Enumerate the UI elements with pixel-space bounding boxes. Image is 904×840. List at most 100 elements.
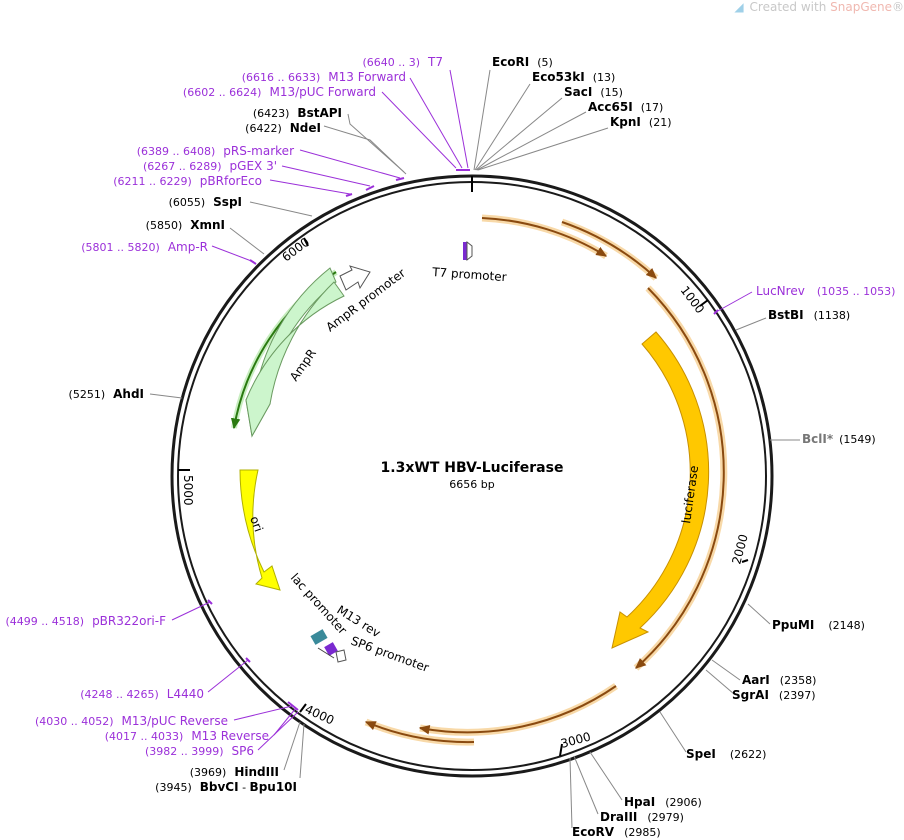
svg-text:(6602 .. 6624)M13/pUC Forward: (6602 .. 6624)M13/pUC Forward	[183, 85, 376, 99]
feature-ampr-promoter[interactable]	[339, 265, 371, 291]
feature-label-ori: ori	[247, 514, 265, 533]
enzyme-pos-xmni: (5850)	[146, 219, 183, 232]
enzyme-pos-ndei: (6422)	[245, 122, 282, 135]
enzyme-name-bcli: BclI	[802, 432, 827, 446]
primer-name-lucnrev: LucNrev	[756, 284, 805, 298]
enzyme-pos-eco53ki: (13)	[593, 71, 616, 84]
enzyme-pos-spei: (2622)	[730, 748, 767, 761]
enzyme-name-bpu10i: Bpu10I	[250, 780, 297, 794]
enzyme-labels: EcoRI(5) Eco53kI (13) SacI (15) Acc65I(17)…	[69, 55, 876, 839]
enzyme-name-ahdi: AhdI	[113, 387, 144, 401]
enzyme-name-ecorv: EcoRV	[572, 825, 615, 839]
svg-text:LucNrev(1035 .. 1053): LucNrev(1035 .. 1053)	[756, 284, 895, 298]
svg-text:SpeI(2622): SpeI (2622)	[686, 747, 766, 761]
svg-text:BclI*(1549): BclI* (1549)	[802, 432, 876, 446]
primer-connectors	[171, 69, 753, 751]
primer-name-t7: T7	[427, 55, 443, 69]
svg-text:(4030 .. 4052)M13/pUC Reverse: (4030 .. 4052) M13/pUC Reverse	[35, 714, 228, 728]
svg-text:AarI(2358): AarI(2358)	[742, 673, 816, 687]
svg-text:(3969)HindIII: (3969)HindIII	[190, 765, 279, 779]
svg-text:EcoRI(5): EcoRI(5)	[492, 55, 553, 69]
tick-2000: 2000	[729, 533, 750, 566]
feature-t7-promoter[interactable]	[463, 240, 473, 262]
enzyme-star-bcli: *	[827, 432, 834, 446]
svg-text:(6211 .. 6229)pBRforEco: (6211 .. 6229)pBRforEco	[113, 174, 262, 188]
primer-pos-m13-reverse: (4017 .. 4033)	[105, 730, 184, 743]
snapgene-watermark: ◢ Created with SnapGene®	[734, 0, 904, 14]
svg-text:(6389 .. 6408)pRS-marker: (6389 .. 6408) pRS-marker	[137, 144, 294, 158]
enzyme-name-acc65i: Acc65I	[588, 100, 633, 114]
tick-1000: 1000	[678, 283, 709, 316]
svg-text:PpuMI(2148): PpuMI(2148)	[772, 618, 865, 632]
primer-pos-m13-puc-forward: (6602 .. 6624)	[183, 86, 262, 99]
enzyme-name-spei: SpeI	[686, 747, 716, 761]
enzyme-pos-bstbi: (1138)	[814, 309, 851, 322]
svg-text:(6640 .. 3)T7: (6640 .. 3) T7	[362, 55, 443, 69]
svg-text:BstBI(1138): BstBI (1138)	[768, 308, 850, 322]
svg-text:(5850)XmnI: (5850) XmnI	[146, 218, 225, 232]
enzyme-pos-sgrai: (2397)	[779, 689, 816, 702]
primer-pos-pbr322ori-f: (4499 .. 4518)	[6, 615, 85, 628]
enzyme-name-hpai: HpaI	[624, 795, 655, 809]
enzyme-pos-draiii: (2979)	[647, 811, 684, 824]
primer-name-sp6: SP6	[232, 744, 255, 758]
enzyme-pos-kpni: (21)	[649, 116, 672, 129]
primer-name-l4440: L4440	[167, 687, 204, 701]
enzyme-pos-saci: (15)	[600, 86, 623, 99]
primer-name-pbr322ori-f: pBR322ori-F	[92, 614, 166, 628]
orf-arc-1	[481, 214, 608, 259]
primer-pos-l4440: (4248 .. 4265)	[80, 688, 159, 701]
svg-text:KpnI(21): KpnI (21)	[610, 115, 672, 129]
enzyme-name-draiii: DraIII	[600, 810, 637, 824]
svg-text:(3982 .. 3999)SP6: (3982 .. 3999) SP6	[145, 744, 254, 758]
enzyme-pos-ecorv: (2985)	[624, 826, 661, 839]
enzyme-pos-bcli: (1549)	[839, 433, 876, 446]
svg-text:(4248 .. 4265)L4440: (4248 .. 4265) L4440	[80, 687, 204, 701]
enzyme-sep-bbvci: -	[239, 781, 250, 794]
watermark-prefix: Created with	[749, 0, 831, 14]
watermark-mark: ®	[892, 0, 904, 14]
enzyme-name-hindiii: HindIII	[234, 765, 279, 779]
svg-text:Acc65I(17): Acc65I(17)	[588, 100, 663, 114]
svg-text:(4499 .. 4518)pBR322ori-F: (4499 .. 4518) pBR322ori-F	[6, 614, 167, 628]
watermark-brand: SnapGene	[830, 0, 892, 14]
feature-lac-cluster[interactable]	[310, 629, 347, 663]
primer-pos-pgex-3: (6267 .. 6289)	[143, 160, 222, 173]
enzyme-name-bstapi: BstAPI	[297, 106, 342, 120]
svg-text:HpaI(2906): HpaI(2906)	[624, 795, 702, 809]
snapgene-logo-icon: ◢	[734, 0, 744, 14]
enzyme-pos-sspi: (6055)	[169, 196, 206, 209]
primer-name-m13-puc-reverse: M13/pUC Reverse	[122, 714, 229, 728]
tick-label-3000: 3000	[559, 729, 592, 750]
primer-pos-sp6: (3982 .. 3999)	[145, 745, 224, 758]
site-connectors	[149, 69, 800, 829]
primer-pos-m13-forward: (6616 .. 6633)	[242, 71, 321, 84]
primer-pos-prs-marker: (6389 .. 6408)	[137, 145, 216, 158]
feature-ampr-body	[245, 281, 345, 438]
enzyme-name-bbvci: BbvCI	[200, 780, 239, 794]
primer-labels: (6640 .. 3)T7 (6616 .. 6633)M13 Forward …	[6, 55, 896, 758]
primer-name-m13-reverse: M13 Reverse	[191, 729, 269, 743]
svg-text:SgrAI(2397): SgrAI(2397)	[732, 688, 815, 702]
orf-arc-4	[419, 683, 618, 736]
enzyme-name-bstbi: BstBI	[768, 308, 804, 322]
tick-label-6000: 6000	[279, 235, 312, 265]
primer-name-prs-marker: pRS-marker	[223, 144, 294, 158]
plasmid-length: 6656 bp	[449, 478, 494, 491]
enzyme-name-eco53ki: Eco53kI	[532, 70, 585, 84]
backbone-outer-ring	[170, 174, 774, 778]
feature-label-t7-promoter: T7 promoter	[431, 265, 507, 284]
enzyme-name-saci: SacI	[564, 85, 592, 99]
tick-label-1000: 1000	[678, 283, 708, 316]
feature-ori[interactable]	[239, 469, 281, 591]
enzyme-name-xmni: XmnI	[190, 218, 225, 232]
svg-text:EcoRV(2985): EcoRV (2985)	[572, 825, 661, 839]
primer-pos-m13-puc-reverse: (4030 .. 4052)	[35, 715, 114, 728]
svg-text:(6616 .. 6633)M13 Forward: (6616 .. 6633)M13 Forward	[242, 70, 406, 84]
enzyme-pos-ahdi: (5251)	[69, 388, 106, 401]
primer-pos-t7: (6640 .. 3)	[362, 56, 420, 69]
enzyme-name-kpni: KpnI	[610, 115, 641, 129]
svg-text:DraIII(2979): DraIII (2979)	[600, 810, 684, 824]
feature-luciferase[interactable]	[611, 331, 710, 649]
